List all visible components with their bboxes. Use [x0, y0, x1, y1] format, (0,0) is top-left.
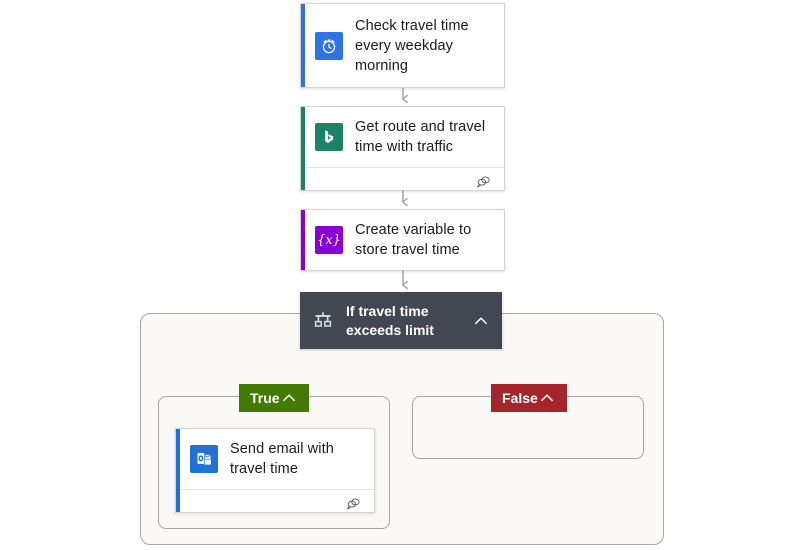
- node-title: Check travel time every weekday morning: [355, 17, 469, 74]
- node-accent-bar: [301, 210, 305, 270]
- variable-glyph: {x}: [317, 232, 341, 248]
- node-body: {x} Create variable to store travel time: [301, 210, 504, 270]
- comment-icon[interactable]: [346, 497, 362, 511]
- recurrence-clock-icon: [315, 31, 343, 60]
- condition-title: If travel time exceeds limit: [346, 302, 434, 338]
- branch-badge-false[interactable]: False: [491, 384, 567, 412]
- chevron-up-icon[interactable]: [280, 389, 298, 407]
- node-accent-bar: [176, 429, 180, 512]
- node-accent-bar: [301, 4, 305, 87]
- node-body: Get route and travel time with traffic: [301, 107, 504, 167]
- node-body: Send email with travel time: [176, 429, 374, 489]
- node-footer: [176, 489, 374, 512]
- node-create-variable[interactable]: {x} Create variable to store travel time: [300, 209, 505, 271]
- node-footer: [301, 167, 504, 190]
- node-title: Get route and travel time with traffic: [355, 119, 486, 155]
- node-condition-if-travel-time-exceeds-limit[interactable]: If travel time exceeds limit: [300, 292, 502, 349]
- branch-label-true: True: [250, 390, 280, 406]
- chevron-up-icon[interactable]: [472, 312, 490, 330]
- condition-branch-icon: [312, 310, 334, 332]
- outlook-icon: [190, 445, 218, 473]
- node-send-email-with-travel-time[interactable]: Send email with travel time: [175, 428, 375, 513]
- variables-braces-icon: {x}: [315, 226, 343, 254]
- node-get-route-and-travel-time[interactable]: Get route and travel time with traffic: [300, 106, 505, 191]
- node-title: Send email with travel time: [230, 441, 334, 477]
- node-accent-bar: [301, 107, 305, 190]
- node-body: Check travel time every weekday morning: [301, 4, 504, 87]
- node-check-travel-time[interactable]: Check travel time every weekday morning: [300, 3, 505, 88]
- node-title: Create variable to store travel time: [355, 222, 472, 258]
- bing-maps-icon: [315, 123, 343, 151]
- branch-label-false: False: [502, 390, 538, 406]
- branch-badge-true[interactable]: True: [239, 384, 309, 412]
- chevron-up-icon[interactable]: [538, 389, 556, 407]
- comment-icon[interactable]: [476, 175, 492, 189]
